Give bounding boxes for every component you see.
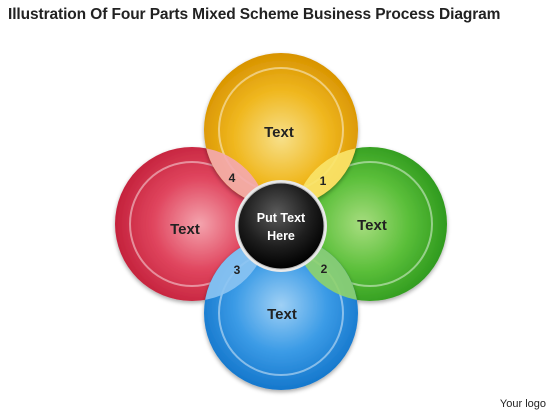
center-text-line1: Put Text	[257, 211, 306, 225]
center-hub: Put Text Here	[235, 180, 327, 272]
overlap-number-4: 4	[229, 171, 236, 185]
overlap-bottom-left	[204, 236, 269, 301]
overlap-left-top	[204, 147, 269, 207]
diagram-title: Illustration Of Four Parts Mixed Scheme …	[8, 6, 501, 23]
petal-label-bottom: Text	[267, 306, 297, 323]
petal-label-right: Text	[357, 217, 387, 234]
petal-label-left: Text	[170, 221, 200, 238]
overlap-number-1: 1	[320, 174, 327, 188]
petal-label-top: Text	[264, 124, 294, 141]
overlap-right-bottom	[293, 236, 358, 301]
overlap-number-2: 2	[321, 262, 328, 276]
center-text-line2: Here	[267, 229, 295, 243]
overlap-top-right	[293, 147, 358, 207]
footer-logo: Your logo	[499, 398, 546, 410]
overlap-number-3: 3	[234, 263, 241, 277]
